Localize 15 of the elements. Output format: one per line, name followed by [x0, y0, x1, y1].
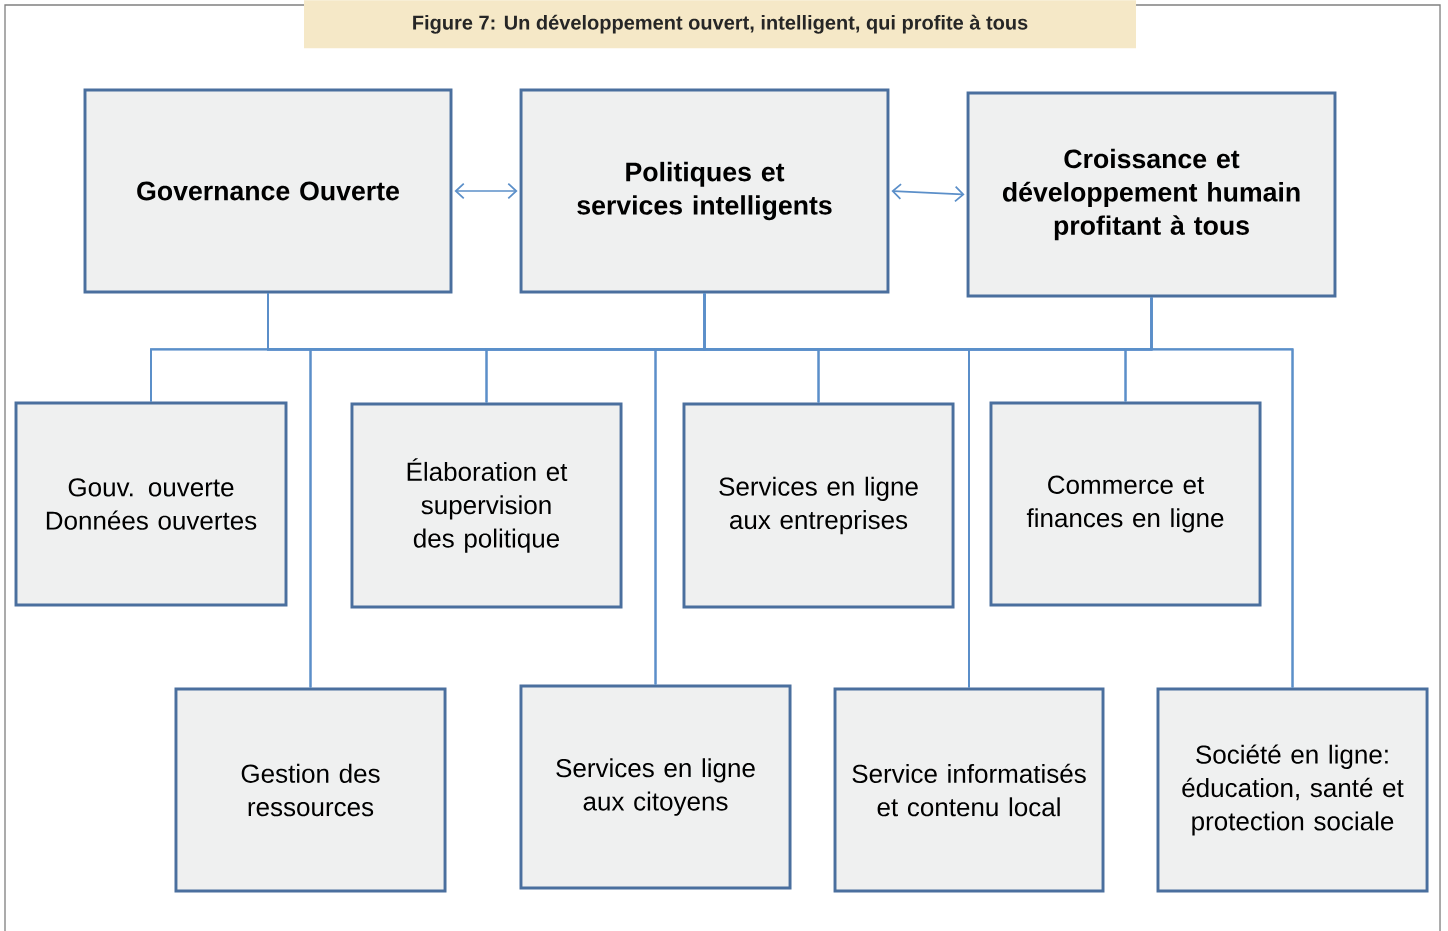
double-arrow	[454, 182, 518, 200]
title-banner: Figure 7: Un développement ouvert, intelligent, qui profite à tous	[304, 0, 1136, 49]
double-arrow	[891, 183, 965, 203]
connector-line	[1150, 296, 1294, 689]
topic-box: Services en ligne aux citoyens	[519, 684, 792, 890]
heading-box: Governance Ouverte	[83, 88, 453, 294]
topic-box: Élaboration et supervision des politique	[350, 402, 623, 609]
heading-box: Politiques et services intelligents	[519, 88, 890, 294]
topic-box: Commerce et finances en ligne	[989, 401, 1262, 607]
topic-box: Service informatisés et contenu local	[833, 687, 1105, 893]
topic-box: Services en ligne aux entreprises	[682, 402, 955, 609]
topic-box: Gouv. ouverte Données ouvertes	[14, 401, 288, 607]
heading-box: Croissance et développement humain profitant à tous	[966, 91, 1337, 298]
topic-box: Gestion des ressources	[174, 687, 447, 893]
topic-box: Société en ligne: éducation, santé et protection sociale	[1156, 687, 1429, 893]
